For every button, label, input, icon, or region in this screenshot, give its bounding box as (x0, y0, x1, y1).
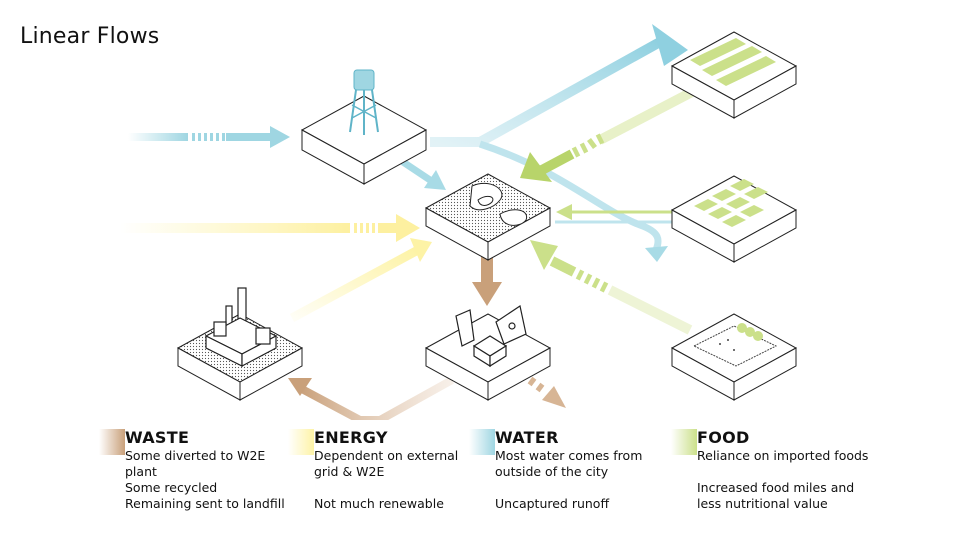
water-tower-icon (349, 69, 379, 135)
crop-rows-icon (690, 38, 776, 86)
waste-down-arrowhead (472, 282, 502, 306)
legend-line: Most water comes from (495, 448, 643, 463)
greenhouse-icon (692, 323, 778, 367)
energy-flows (120, 214, 432, 322)
waste-swatch (99, 429, 125, 455)
legend-line: Some recycled (125, 480, 218, 495)
water-inflow-dashes (192, 133, 225, 141)
node-farm-rows (670, 31, 798, 119)
node-recycling (424, 305, 552, 401)
legend-line: plant (125, 464, 157, 479)
legend-energy: ENERGY Dependent on external grid & W2E … (288, 428, 514, 512)
node-water-tower (300, 69, 428, 185)
legend-line: Increased food miles and (697, 480, 855, 495)
node-w2e-plant (176, 287, 304, 401)
legend-title-energy: ENERGY (314, 428, 388, 447)
legend-waste: WASTE Some diverted to W2E plant Some re… (99, 428, 325, 512)
energy-swatch (288, 429, 314, 455)
legend-line: grid & W2E (314, 464, 385, 479)
food-bottom-arrowhead (530, 240, 558, 270)
legend-title-food: FOOD (697, 428, 750, 447)
water-swatch (469, 429, 495, 455)
waste-to-w2e-line (298, 376, 454, 420)
waste-to-w2e-arrowhead (288, 378, 312, 396)
flow-diagram (120, 24, 798, 420)
energy-inflow-bar (120, 223, 350, 233)
legend-line: outside of the city (495, 464, 609, 479)
energy-inflow-dashes (354, 223, 398, 233)
food-mid-arrowhead (556, 204, 572, 220)
legend-food: FOOD Reliance on imported foods Increase… (671, 428, 927, 512)
page-title: Linear Flows (20, 24, 160, 49)
food-top-line (597, 87, 695, 145)
legend-line: Some diverted to W2E (125, 448, 266, 463)
food-top-dashes (571, 133, 605, 158)
water-inflow-bar (128, 133, 188, 141)
water-tower-to-city (398, 157, 432, 183)
legend-line: Remaining sent to landfill (125, 496, 285, 511)
legend-water: WATER Most water comes from outside of t… (469, 428, 695, 512)
legend-line: Uncaptured runoff (495, 496, 610, 511)
legend-title-waste: WASTE (125, 428, 190, 447)
crop-plots-icon (694, 179, 768, 227)
legend-line: Not much renewable (314, 496, 444, 511)
legend-line: Reliance on imported foods (697, 448, 869, 463)
water-tower-to-city-arrowhead (424, 170, 446, 190)
waste-down-shaft (481, 252, 493, 282)
node-farm-plots (670, 175, 798, 263)
recycling-icon (455, 305, 527, 368)
water-outflow-line (430, 37, 663, 147)
energy-inflow-arrowhead (396, 214, 420, 242)
energy-w2e-line (289, 246, 421, 322)
water-inflow-shaft (226, 133, 272, 141)
city-terrain-icon (469, 182, 528, 226)
node-farm-greenhouse (670, 313, 798, 401)
waste-landfill-arrowhead (542, 386, 566, 408)
legend-line: less nutritional value (697, 496, 828, 511)
food-bottom-shaft (549, 256, 577, 277)
food-bottom-line (607, 285, 693, 335)
factory-icon (204, 287, 278, 367)
food-bottom-dashes (575, 269, 609, 293)
water-inflow-arrowhead (270, 126, 290, 148)
energy-w2e-arrowhead (410, 238, 432, 262)
food-top-shaft (539, 149, 575, 175)
water-outflow-arrowhead (652, 24, 688, 66)
food-flows (520, 87, 695, 335)
food-swatch (671, 429, 697, 455)
food-top-arrowhead (520, 152, 552, 182)
legend-line: Dependent on external (314, 448, 459, 463)
water-runoff-arrowhead (645, 246, 668, 262)
legend-title-water: WATER (495, 428, 559, 447)
node-city (424, 173, 552, 261)
